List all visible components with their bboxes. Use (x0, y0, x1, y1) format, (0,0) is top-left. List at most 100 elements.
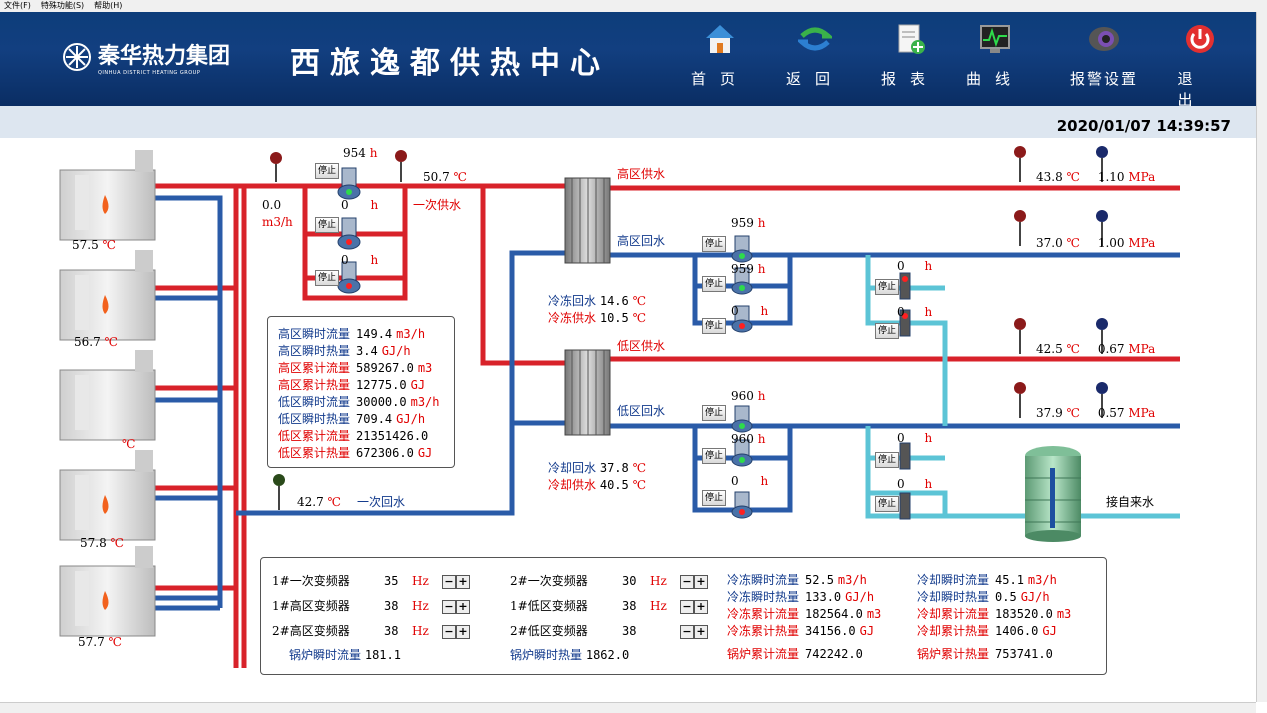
vfd-decrease-button[interactable]: − (680, 624, 694, 639)
primary-pump-3-stop[interactable]: 停止 (315, 270, 339, 286)
stat-label: 高区累计热量 (278, 378, 351, 392)
stat-label: 低区累计流量 (278, 429, 351, 443)
company-name: 秦华热力集团 (98, 44, 231, 69)
bottom-stat-label: 冷冻瞬时流量 (727, 573, 800, 587)
vfd-decrease-button[interactable]: − (442, 574, 456, 589)
report-icon (898, 24, 925, 54)
vfd-value: 38 (384, 624, 399, 638)
aux-pump-1-hours: 0 h (897, 259, 933, 273)
report-button[interactable]: 报表 (875, 20, 945, 100)
high-pump-1-hours: 959 h (731, 216, 766, 230)
vfd-label: 2#一次变频器 (510, 574, 588, 588)
vfd-decrease-button[interactable]: − (442, 624, 456, 639)
bottom-stat-value: 182564.0 (805, 607, 863, 621)
boiler-1-temp: 57.5 ℃ (72, 238, 116, 252)
stat-row: 低区累计流量 21351426.0 (278, 427, 432, 444)
cool-supply: 冷却供水 40.5 ℃ (548, 478, 647, 492)
high-supply-reading: 43.8 ℃ 1.10 MPa (1036, 170, 1156, 184)
bottom-stat-label: 锅炉累计热量 (917, 647, 990, 661)
low-pump-1-stop[interactable]: 停止 (702, 405, 726, 421)
vfd-decrease-button[interactable]: − (680, 599, 694, 614)
high-pump-3-stop[interactable]: 停止 (702, 318, 726, 334)
low-supply-reading: 42.5 ℃ 0.67 MPa (1036, 342, 1156, 356)
low-pump-3-stop[interactable]: 停止 (702, 490, 726, 506)
vfd-increase-button[interactable]: + (456, 599, 470, 614)
bottom-stat-label: 冷冻累计流量 (727, 607, 800, 621)
stat-label: 高区瞬时流量 (278, 327, 351, 341)
stat-value: 149.4 (356, 327, 393, 341)
back-button[interactable]: 返回 (780, 20, 850, 100)
bottom-stat-label: 锅炉累计流量 (727, 647, 800, 661)
stat-value: 21351426.0 (356, 429, 429, 443)
alarm-settings-button[interactable]: 报警设置 (1062, 20, 1146, 100)
power-icon (1186, 25, 1214, 53)
bottom-stat-value: 52.5 (805, 573, 834, 587)
pipe-diagram (59, 146, 1180, 668)
stat-label: 低区累计热量 (278, 446, 351, 460)
vfd-increase-button[interactable]: + (694, 599, 708, 614)
vfd-decrease-button[interactable]: − (442, 599, 456, 614)
exit-button[interactable]: 退出 (1160, 20, 1240, 109)
vfd-increase-button[interactable]: + (456, 624, 470, 639)
menu-special[interactable]: 特殊功能(S) (40, 1, 85, 10)
stat-label: 低区瞬时流量 (278, 395, 351, 409)
aux-pump-4-hours: 0 h (897, 477, 933, 491)
boiler-4-temp: 57.8 ℃ (80, 536, 124, 550)
high-pump-1-stop[interactable]: 停止 (702, 236, 726, 252)
aux-pump-1-stop[interactable]: 停止 (875, 279, 899, 295)
boiler-2-temp: 56.7 ℃ (74, 335, 118, 349)
primary-supply-temp: 50.7 ℃ (423, 170, 467, 184)
bottom-stat-unit: GJ (859, 624, 875, 638)
bottom-stat-unit: m3/h (837, 573, 867, 587)
low-return-reading: 37.9 ℃ 0.57 MPa (1036, 406, 1156, 420)
primary-pump-1-stop[interactable]: 停止 (315, 163, 339, 179)
high-pump-2-stop[interactable]: 停止 (702, 276, 726, 292)
vfd-value: 38 (622, 599, 637, 613)
high-return-label: 高区回水 (617, 234, 666, 248)
stat-unit: m3 (417, 361, 433, 375)
vfd-label: 2#高区变频器 (272, 624, 350, 638)
vfd-increase-button[interactable]: + (694, 624, 708, 639)
bottom-stat-value: 45.1 (995, 573, 1024, 587)
home-button[interactable]: 首页 (685, 20, 755, 100)
bottom-stat-label: 冷冻瞬时热量 (727, 590, 800, 604)
vertical-scrollbar[interactable] (1256, 12, 1267, 702)
logo-icon (63, 43, 91, 71)
bottom-stat-unit: m3/h (1027, 573, 1057, 587)
aux-pump-3-stop[interactable]: 停止 (875, 452, 899, 468)
horizontal-scrollbar[interactable] (0, 702, 1256, 713)
primary-supply-label: 一次供水 (413, 198, 462, 212)
vfd-increase-button[interactable]: + (456, 574, 470, 589)
alarm-label: 报警设置 (1069, 70, 1138, 88)
aux-pump-4-stop[interactable]: 停止 (875, 496, 899, 512)
vfd-increase-button[interactable]: + (694, 574, 708, 589)
bottom-stat-unit: GJ/h (1020, 590, 1050, 604)
low-pump-2-stop[interactable]: 停止 (702, 448, 726, 464)
alarm-icon (1089, 27, 1119, 51)
bottom-stat-label: 冷却瞬时流量 (917, 573, 990, 587)
low-pump-1-hours: 960 h (731, 389, 766, 403)
boiler-flow: 锅炉瞬时流量 181.1 (289, 648, 401, 662)
primary-return-label: 一次回水 (357, 495, 406, 509)
stat-value: 12775.0 (356, 378, 407, 392)
stat-value: 589267.0 (356, 361, 414, 375)
curve-button[interactable]: 曲线 (960, 20, 1030, 100)
menu-file[interactable]: 文件(F) (4, 1, 31, 10)
aux-pump-2-stop[interactable]: 停止 (875, 323, 899, 339)
bottom-stat-unit: GJ (1042, 624, 1057, 638)
vfd-decrease-button[interactable]: − (680, 574, 694, 589)
aux-pump-3-hours: 0 h (897, 431, 933, 445)
stat-label: 高区累计流量 (278, 361, 351, 375)
company-logo: 秦华热力集团 QINHUA DISTRICT HEATING GROUP (62, 38, 230, 76)
primary-pump-2-stop[interactable]: 停止 (315, 217, 339, 233)
stat-unit: GJ (417, 446, 433, 460)
zone-stats-panel (267, 316, 455, 468)
menu-help[interactable]: 帮助(H) (94, 1, 123, 10)
back-icon (798, 27, 832, 51)
